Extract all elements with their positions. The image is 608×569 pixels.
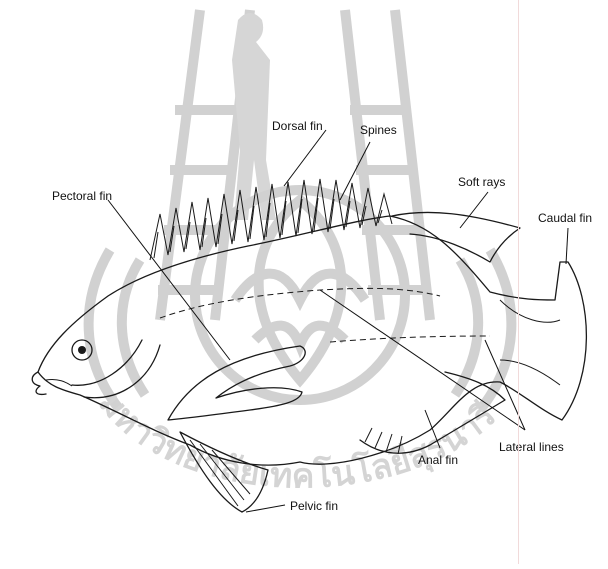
label-soft-rays: Soft rays [458, 175, 505, 189]
label-caudal-fin: Caudal fin [538, 211, 592, 225]
eye-pupil [78, 346, 86, 354]
label-pelvic-fin: Pelvic fin [290, 499, 338, 513]
label-pectoral-fin: Pectoral fin [52, 189, 112, 203]
page-edge-line [518, 0, 519, 564]
label-lateral-lines: Lateral lines [499, 440, 564, 454]
lateral-line-lower [330, 336, 490, 342]
label-dorsal-fin: Dorsal fin [272, 119, 323, 133]
caudal-fin-leader [566, 228, 568, 264]
pelvic-fin-leader [246, 505, 285, 512]
label-spines: Spines [360, 123, 397, 137]
soft-rays-leader [460, 192, 488, 228]
dorsal-fin-leader [284, 130, 326, 186]
label-anal-fin: Anal fin [418, 453, 458, 467]
